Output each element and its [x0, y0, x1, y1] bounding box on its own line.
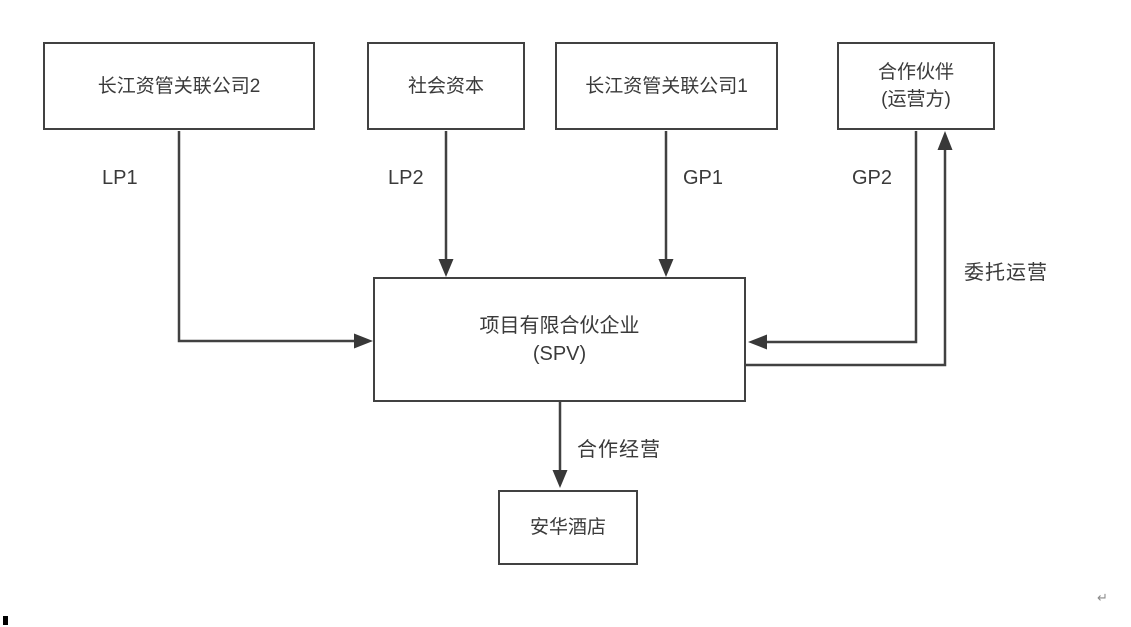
arrowhead-down-icon: [658, 259, 674, 277]
paragraph-return-mark: ↵: [1097, 590, 1108, 605]
edge-label-cooperative-operation: 合作经营: [577, 439, 661, 461]
arrowhead-right-icon: [354, 333, 373, 349]
node-label: 长江资管关联公司2: [97, 75, 261, 97]
edge-label-gp2: GP2: [852, 167, 893, 189]
node-changjiang-company1: 长江资管关联公司1: [555, 42, 778, 130]
node-label-line2: (运营方): [881, 89, 951, 110]
edge-label-entrusted-operation: 委托运营: [964, 262, 1048, 284]
edge-label-gp1: GP1: [683, 167, 724, 189]
node-spv-partnership: 项目有限合伙企业 (SPV): [373, 277, 746, 402]
text-cursor: [3, 616, 8, 625]
node-label-line1: 合作伙伴: [877, 62, 954, 83]
edge-cooperative-operation: [552, 402, 568, 488]
arrowhead-down-icon: [438, 259, 454, 277]
edge-gp1: [658, 131, 674, 277]
node-label: 安华酒店: [529, 517, 606, 538]
node-label: 长江资管关联公司1: [585, 75, 748, 97]
node-social-capital: 社会资本: [367, 42, 525, 130]
arrowhead-up-icon: [937, 131, 953, 150]
edge-label-lp2: LP2: [388, 167, 424, 189]
node-partner-operator: 合作伙伴 (运营方): [837, 42, 995, 130]
edge-lp2: [438, 131, 454, 277]
node-label: 社会资本: [407, 75, 484, 97]
node-anhua-hotel: 安华酒店: [498, 490, 638, 565]
arrowhead-down-icon: [552, 470, 568, 488]
edge-lp1: [177, 131, 373, 349]
node-label-line1: 项目有限合伙企业: [479, 314, 640, 337]
edge-entrusted-operation: [746, 131, 953, 367]
node-label-line2: (SPV): [532, 342, 587, 365]
edge-gp2: [748, 131, 918, 350]
edge-label-lp1: LP1: [102, 167, 138, 189]
node-changjiang-company2: 长江资管关联公司2: [43, 42, 315, 130]
arrowhead-left-icon: [748, 334, 767, 350]
